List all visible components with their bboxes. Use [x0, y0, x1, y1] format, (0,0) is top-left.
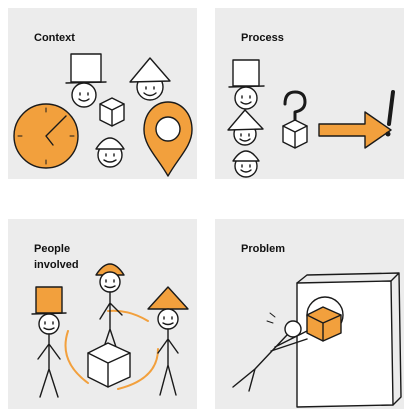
top-hat-person-icon	[65, 53, 107, 108]
cube-icon	[306, 306, 342, 342]
cube-icon	[99, 97, 125, 127]
helmet-stick-figure-icon	[95, 263, 125, 354]
cube-icon	[282, 119, 308, 149]
top-hat-person-icon	[228, 59, 265, 110]
arrow-right-icon	[318, 111, 392, 149]
card-process: Process	[215, 8, 404, 179]
pushing-stick-figure-icon	[232, 312, 308, 392]
people-involved-illustration	[31, 263, 189, 398]
wall-icon	[296, 272, 402, 408]
cone-hat-person-icon	[129, 57, 171, 101]
card-context: Context	[8, 8, 197, 179]
card-problem: Problem	[215, 219, 404, 409]
exclamation-mark-icon	[385, 90, 395, 137]
helmet-person-icon	[95, 137, 125, 168]
process-illustration	[227, 59, 395, 178]
problem-illustration	[232, 272, 402, 408]
clock-icon	[13, 103, 79, 169]
cone-hat-stick-figure-icon	[147, 286, 189, 396]
card-title: Process	[241, 32, 284, 44]
cube-icon	[87, 342, 131, 388]
context-illustration	[13, 53, 193, 177]
card-people-involved: People involved	[8, 219, 197, 409]
top-hat-stick-figure-icon	[31, 286, 67, 398]
helmet-person-icon	[232, 150, 260, 178]
location-pin-icon	[143, 101, 193, 177]
card-title: Problem	[241, 243, 286, 255]
card-title: Context	[34, 32, 75, 44]
cone-hat-person-icon	[227, 109, 264, 146]
card-title: People involved	[34, 243, 79, 271]
